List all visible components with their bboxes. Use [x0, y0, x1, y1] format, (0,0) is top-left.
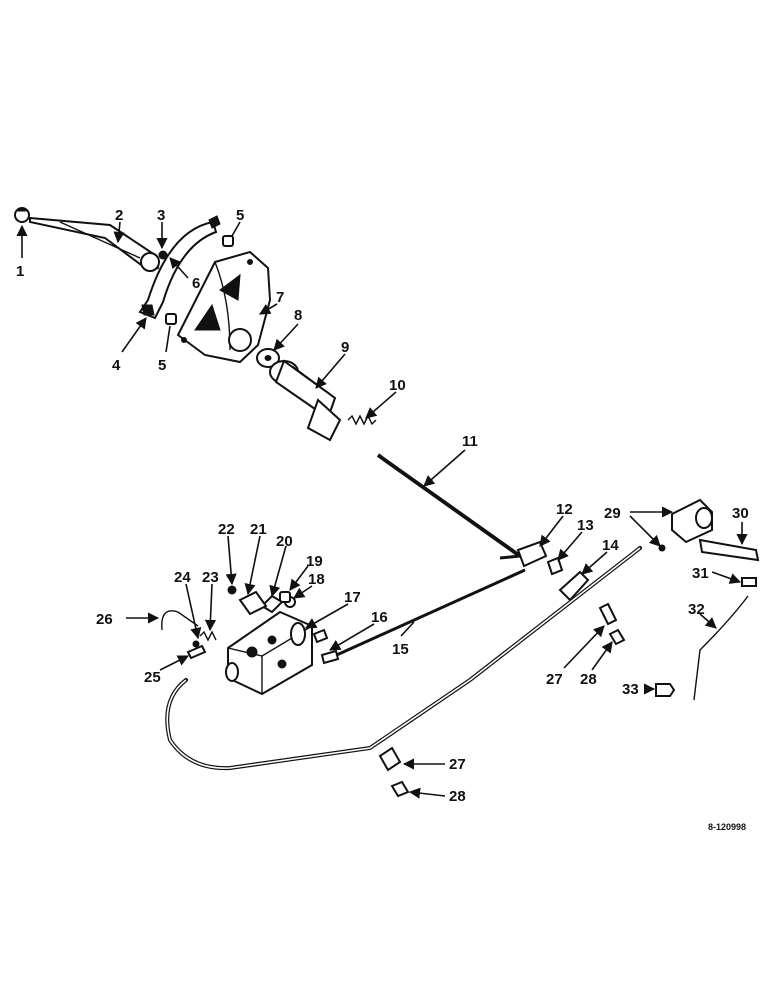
callout-28-upper: 28: [580, 671, 597, 688]
part-15-rod: [320, 568, 526, 665]
part-23-spring: [199, 630, 217, 642]
part-11-rod: [376, 453, 522, 558]
callout-29: 29: [604, 505, 621, 522]
callout-2: 2: [115, 207, 123, 224]
part-30-arm: [698, 538, 760, 562]
callout-20: 20: [276, 533, 293, 550]
callout-17: 17: [344, 589, 361, 606]
callout-9: 9: [341, 339, 349, 356]
callout-24: 24: [174, 569, 191, 586]
callout-16: 16: [371, 609, 388, 626]
callout-26: 26: [96, 611, 113, 628]
callout-19: 19: [306, 553, 323, 570]
callout-10: 10: [389, 377, 406, 394]
part-27-clamp-upper: [598, 602, 618, 626]
part-7-bracket: [176, 250, 272, 364]
part-29-cylinder: [658, 498, 713, 552]
part-24-washer: [192, 640, 200, 648]
callout-7: 7: [276, 289, 284, 306]
part-3-4-quadrant: [138, 215, 221, 320]
callout-27-lower: 27: [449, 756, 466, 773]
callout-1: 1: [16, 263, 24, 280]
part-28-clip-upper: [608, 628, 626, 646]
part-9-shaft-assembly: [269, 359, 342, 442]
callout-5-upper: 5: [236, 207, 244, 224]
callout-labels: 1 2 3 4 5 5 6 7 8 9 10 11 12 13 14 15 16…: [16, 207, 749, 805]
part-13-clip: [546, 556, 564, 576]
callout-14: 14: [602, 537, 619, 554]
plate-number: 8-120998: [708, 822, 746, 832]
callout-21: 21: [250, 521, 267, 538]
part-16-rod-end: [312, 628, 329, 644]
part-17-control-valve: [225, 610, 313, 696]
callout-31: 31: [692, 565, 709, 582]
part-26-clevis: [161, 610, 199, 631]
part-19-plug: [279, 591, 291, 603]
callout-18: 18: [308, 571, 325, 588]
callout-25: 25: [144, 669, 161, 686]
callout-28-lower: 28: [449, 788, 466, 805]
part-21-bracket: [238, 590, 268, 616]
part-cable: [165, 546, 642, 771]
callout-27-upper: 27: [546, 671, 563, 688]
callout-30: 30: [732, 505, 749, 522]
callout-33: 33: [622, 681, 639, 698]
part-8-washer: [256, 348, 280, 368]
callout-6: 6: [192, 275, 200, 292]
part-2-hand-lever: [29, 216, 160, 272]
part-5-spacer-upper: [222, 235, 234, 247]
part-31-pin: [741, 577, 757, 587]
part-20-elbow: [260, 594, 284, 614]
callout-13: 13: [577, 517, 594, 534]
leader-lines: [16, 221, 748, 799]
callout-22: 22: [218, 521, 235, 538]
part-33-bolt: [655, 683, 676, 697]
part-22-nut: [227, 585, 237, 595]
part-5-spacer-lower: [165, 313, 177, 325]
callout-3: 3: [157, 207, 165, 224]
part-27-clamp-lower: [378, 746, 402, 772]
callout-32: 32: [688, 601, 705, 618]
callout-23: 23: [202, 569, 219, 586]
callout-4: 4: [112, 357, 121, 374]
part-1-knob: [14, 207, 30, 223]
part-28-clip-lower: [390, 780, 410, 798]
callout-5-lower: 5: [158, 357, 166, 374]
part-12-rod-end: [499, 540, 548, 568]
part-25-pin: [186, 644, 207, 660]
part-32-rod: [693, 595, 749, 701]
part-14-link: [558, 570, 590, 602]
callout-11: 11: [462, 433, 478, 450]
callout-12: 12: [556, 501, 573, 518]
part-10-spring: [347, 414, 377, 426]
callout-8: 8: [294, 307, 302, 324]
callout-15: 15: [392, 641, 409, 658]
